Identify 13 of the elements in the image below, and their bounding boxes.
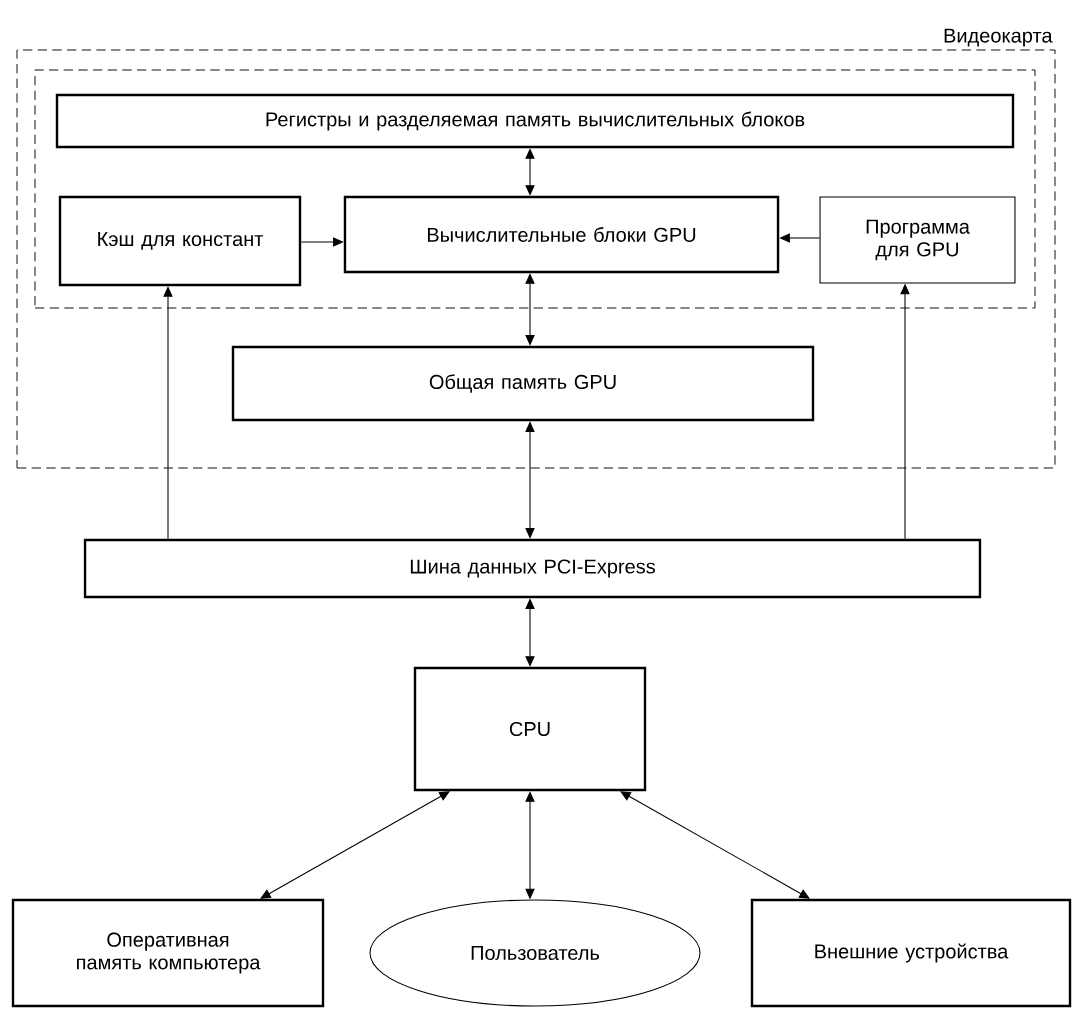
arrow xyxy=(620,791,810,899)
arrow xyxy=(260,791,450,899)
process-box: Оперативная память компьютера xyxy=(11,898,325,1008)
dashed-frame xyxy=(34,69,1036,309)
process-box: Общая память GPU xyxy=(231,345,815,422)
process-box: Программа для GPU xyxy=(819,196,1016,284)
bus-box: Шина данных PCI-Express xyxy=(83,538,982,599)
process-box: Кэш для констант xyxy=(58,195,302,287)
process-box: Внешние устройства xyxy=(750,898,1072,1008)
process-box: Регистры и разделяемая память вычислительных блоков xyxy=(55,93,1015,149)
process-box: CPU xyxy=(413,666,647,792)
process-box: Вычислительные блоки GPU xyxy=(343,195,780,274)
frame-heading: Видеокарта xyxy=(944,28,1053,47)
